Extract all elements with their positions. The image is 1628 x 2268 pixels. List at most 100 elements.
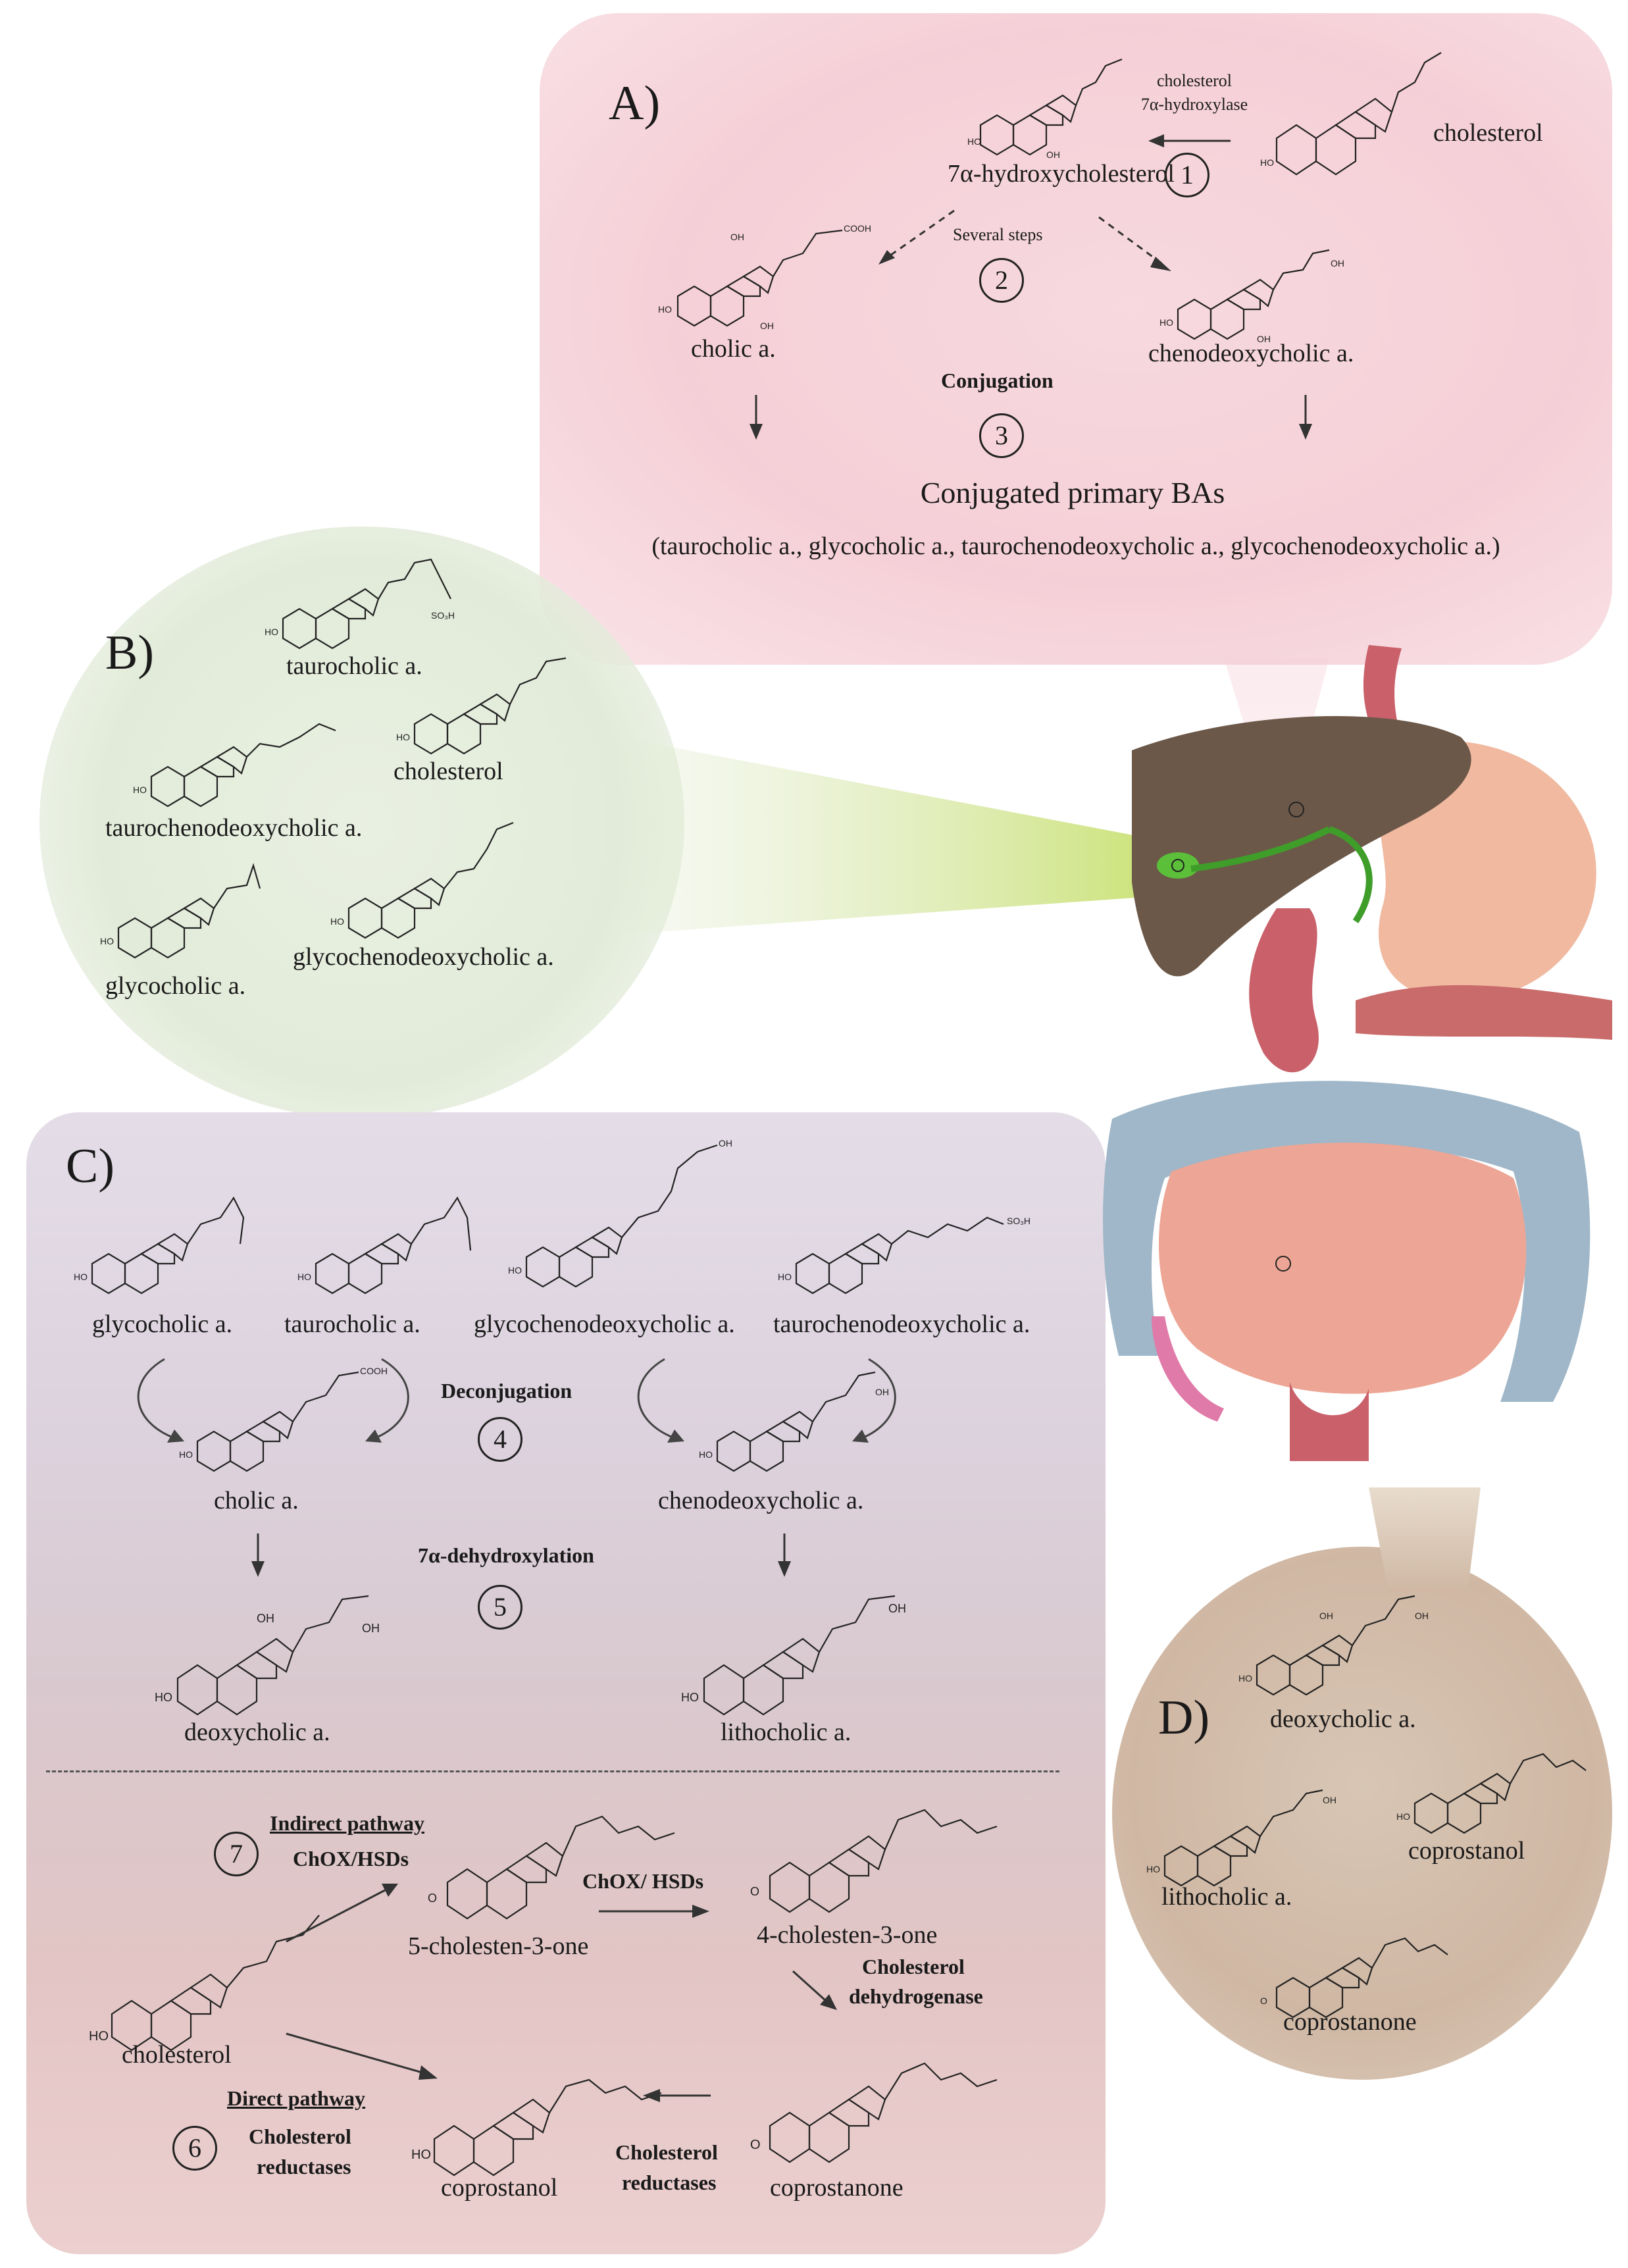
panel-a-liver-synthesis: [540, 13, 1612, 665]
chenodeoxycholic-acid-label: chenodeoxycholic a.: [1148, 340, 1354, 367]
svg-text:OH: OH: [719, 1138, 732, 1148]
coprostanol-label: coprostanol: [1408, 1837, 1525, 1865]
pancreas-icon: [1356, 985, 1612, 1040]
glycochenodeoxycholic-acid-label: glycochenodeoxycholic a.: [474, 1310, 735, 1338]
deoxycholic-acid-structure-icon: HO OH OH: [155, 1595, 380, 1716]
chox-hsds-label: ChOX/HSDs: [293, 1847, 409, 1870]
coprostanol-label: coprostanol: [441, 2174, 558, 2202]
svg-text:COOH: COOH: [360, 1366, 388, 1376]
down-arrow-icon: [778, 1533, 791, 1577]
svg-text:OH: OH: [730, 232, 744, 242]
svg-text:OH: OH: [1415, 1611, 1429, 1621]
curved-arrow-icon: [137, 1358, 184, 1443]
deoxycholic-acid-structure-icon: HO OH OH: [1238, 1595, 1429, 1696]
down-arrow-icon: [1299, 395, 1312, 440]
liver-icon: [1132, 715, 1471, 977]
step-2-badge: 2: [979, 258, 1024, 303]
curved-arrow-icon: [637, 1358, 684, 1443]
5-cholesten-3-one-label: 5-cholesten-3-one: [408, 1932, 589, 1960]
diagonal-arrow-icon: [792, 1970, 837, 2010]
left-arrow-icon: [643, 2089, 711, 2102]
cholesterol-label: cholesterol: [122, 2041, 232, 2069]
glycochenodeoxycholic-acid-structure-icon: HO: [330, 821, 514, 939]
5-cholesten-3-one-structure-icon: O: [428, 1815, 675, 1920]
svg-text:OH: OH: [1331, 258, 1344, 269]
cholic-acid-label: cholic a.: [214, 1487, 299, 1514]
panel-b-letter: B): [105, 626, 154, 680]
svg-text:OH: OH: [362, 1622, 380, 1635]
svg-text:HO: HO: [1260, 157, 1274, 168]
svg-text:SO₃H: SO₃H: [1007, 1216, 1030, 1226]
diagonal-arrow-up-icon: [286, 1884, 398, 1943]
svg-text:OH: OH: [875, 1387, 889, 1397]
taurocholic-acid-label: taurocholic a.: [286, 652, 422, 680]
svg-text:HO: HO: [967, 136, 981, 147]
panel-b-bile-composition: [39, 527, 684, 1119]
4-cholesten-3-one-structure-icon: O: [750, 1809, 998, 1913]
dashed-arrow-left-icon: [878, 209, 955, 265]
conjugation-label: Conjugation: [941, 369, 1054, 392]
section-divider: [46, 1770, 1059, 1772]
colon-icon: [1103, 1081, 1590, 1402]
cholesterol-reductases-line2: reductases: [257, 2155, 351, 2178]
glycochenodeoxycholic-acid-structure-icon: HO OH: [508, 1138, 732, 1288]
several-steps-label: Several steps: [953, 225, 1043, 244]
glycochenodeoxycholic-acid-label: glycochenodeoxycholic a.: [293, 943, 554, 971]
svg-text:OH: OH: [257, 1612, 274, 1625]
coprostanone-structure-icon: O: [1260, 1937, 1448, 2019]
svg-text:HO: HO: [330, 916, 344, 927]
diagonal-arrow-down-icon: [286, 2032, 438, 2080]
svg-text:HO: HO: [681, 1691, 699, 1704]
deoxycholic-acid-label: deoxycholic a.: [1270, 1705, 1416, 1733]
cholesterol-label: cholesterol: [394, 758, 503, 785]
cholesterol-structure-icon: HO: [1260, 52, 1442, 176]
svg-text:HO: HO: [1238, 1673, 1252, 1684]
coprostanol-structure-icon: HO: [411, 2078, 662, 2177]
conjugated-primary-bas-title: Conjugated primary BAs: [920, 476, 1225, 509]
svg-text:OH: OH: [1257, 334, 1271, 344]
svg-text:HO: HO: [265, 627, 278, 637]
conjugated-primary-bas-list: (taurocholic a., glycocholic a., tauroch…: [651, 532, 1500, 560]
chenodeoxycholic-acid-label: chenodeoxycholic a.: [658, 1487, 864, 1514]
4-cholesten-3-one-label: 4-cholesten-3-one: [757, 1921, 938, 1949]
chenodeoxycholic-acid-structure-icon: HO OH: [699, 1371, 889, 1472]
cholesterol-structure-icon: HO: [396, 657, 567, 755]
chenodeoxycholic-acid-structure-icon: HO OH OH: [1159, 249, 1344, 344]
svg-text:HO: HO: [508, 1265, 522, 1276]
svg-text:HO: HO: [699, 1449, 713, 1460]
taurocholic-acid-structure-icon: HO SO₃H: [265, 558, 455, 650]
cholic-acid-label: cholic a.: [691, 335, 776, 363]
svg-text:HO: HO: [1159, 317, 1173, 328]
deoxycholic-acid-label: deoxycholic a.: [184, 1718, 330, 1746]
svg-text:COOH: COOH: [844, 223, 871, 234]
curved-arrow-icon: [852, 1358, 896, 1443]
taurocholic-acid-label: taurocholic a.: [284, 1310, 420, 1338]
indirect-pathway-label: Indirect pathway: [270, 1811, 424, 1835]
svg-text:HO: HO: [155, 1691, 172, 1704]
step-7-badge: 7: [214, 1832, 259, 1876]
taurochenodeoxycholic-acid-label: taurochenodeoxycholic a.: [105, 814, 363, 842]
coprostanol-structure-icon: HO: [1396, 1753, 1587, 1834]
hydroxycholesterol-structure-icon: HO OH: [967, 58, 1123, 160]
digestive-organs-illustration: [1103, 645, 1612, 1461]
cholesterol-reductases-line1: Cholesterol: [249, 2125, 351, 2148]
down-arrow-icon: [750, 395, 763, 440]
svg-text:SO₃H: SO₃H: [431, 610, 455, 621]
direct-pathway-label: Direct pathway: [227, 2086, 366, 2110]
cholic-acid-structure-icon: HO COOH: [179, 1366, 388, 1472]
cholesterol-label: cholesterol: [1433, 119, 1543, 147]
panel-d-feces-composition: [1112, 1547, 1612, 2080]
svg-text:OH: OH: [1323, 1795, 1336, 1805]
lithocholic-acid-structure-icon: HO OH: [681, 1595, 906, 1716]
svg-text:HO: HO: [658, 304, 672, 315]
dashed-arrow-right-icon: [1098, 216, 1171, 271]
glycocholic-acid-structure-icon: HO: [100, 863, 261, 959]
step-5-badge: 5: [478, 1585, 522, 1630]
cholesterol-dehydrogenase-line2: dehydrogenase: [849, 1984, 983, 2008]
lithocholic-acid-label: lithocholic a.: [721, 1718, 852, 1746]
cholesterol-reductases-b-line2: reductases: [622, 2171, 717, 2194]
enzyme-label-line1: cholesterol: [1156, 71, 1233, 90]
panel-a-letter: A): [609, 76, 661, 130]
svg-text:HO: HO: [778, 1272, 792, 1282]
glycocholic-acid-label: glycocholic a.: [92, 1310, 233, 1338]
